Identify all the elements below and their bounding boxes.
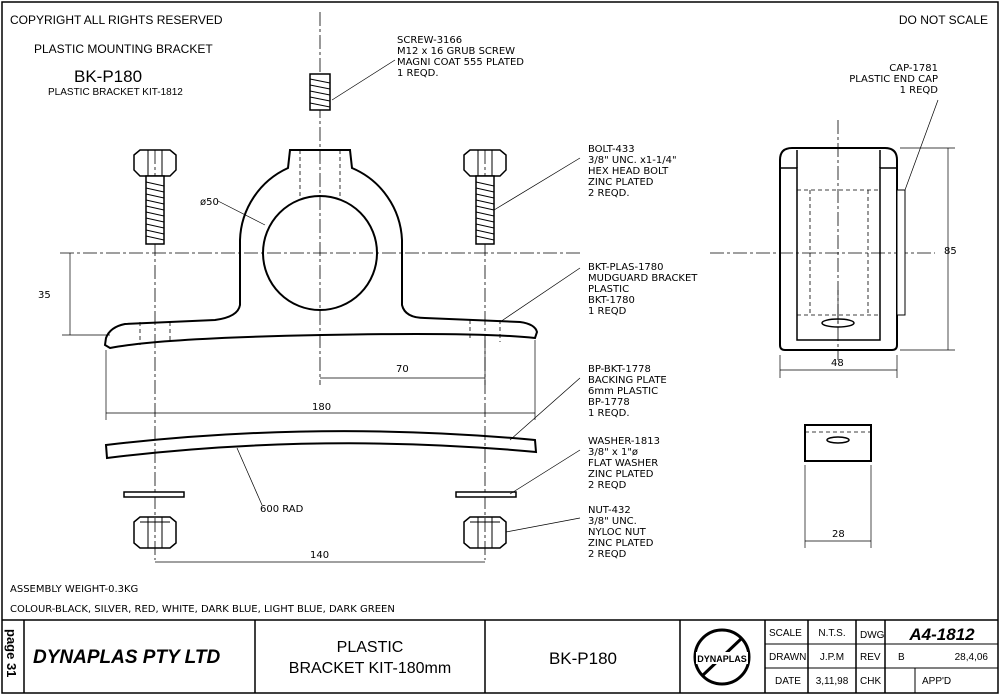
svg-text:1 REQD: 1 REQD (588, 306, 627, 317)
svg-text:2 REQD.: 2 REQD. (588, 188, 630, 199)
assembly-weight-note: ASSEMBLY WEIGHT-0.3KG (10, 584, 138, 595)
appd-label: APP'D (922, 676, 951, 687)
svg-text:3/8" x 1"ø: 3/8" x 1"ø (588, 447, 638, 458)
left-washer (123, 491, 185, 498)
callout-cap: CAP-1781 PLASTIC END CAP 1 REQD (849, 63, 938, 96)
svg-text:3/8" UNC.: 3/8" UNC. (588, 516, 637, 527)
callout-bolt: BOLT-433 3/8" UNC. x1-1/4" HEX HEAD BOLT… (588, 144, 677, 199)
copyright-text: COPYRIGHT ALL RIGHTS RESERVED (10, 13, 223, 27)
dynaplas-logo: DYNAPLAS (693, 628, 751, 686)
dimension-lines (62, 59, 581, 563)
description-line-1: PLASTIC (337, 639, 404, 656)
dim-28: 28 (832, 529, 845, 540)
product-kit: PLASTIC BRACKET KIT-1812 (48, 87, 183, 98)
dim-180: 180 (312, 402, 331, 413)
svg-text:HEX HEAD BOLT: HEX HEAD BOLT (588, 166, 669, 177)
svg-text:BOLT-433: BOLT-433 (588, 144, 635, 155)
svg-text:BKT-PLAS-1780: BKT-PLAS-1780 (588, 262, 664, 273)
drawing-number: A4-1812 (908, 625, 975, 644)
svg-text:1 REQD.: 1 REQD. (397, 68, 439, 79)
svg-text:PLASTIC: PLASTIC (588, 284, 629, 295)
chk-label: CHK (860, 676, 881, 687)
dim-85: 85 (944, 246, 957, 257)
plate-side-view (804, 424, 872, 548)
description-line-2: BRACKET KIT-180mm (289, 660, 451, 677)
svg-text:ZINC PLATED: ZINC PLATED (588, 538, 654, 549)
dim-140: 140 (310, 550, 329, 561)
callout-washer: WASHER-1813 3/8" x 1"ø FLAT WASHER ZINC … (588, 436, 660, 491)
date-value: 3,11,98 (816, 676, 849, 687)
rev-value: B (898, 652, 905, 663)
scale-label: SCALE (769, 628, 802, 639)
mudguard-bracket (103, 149, 539, 350)
svg-text:CAP-1781: CAP-1781 (889, 63, 938, 74)
rev-date: 28,4,06 (955, 652, 989, 663)
svg-text:BP-BKT-1778: BP-BKT-1778 (588, 364, 651, 375)
callout-screw: SCREW-3166 M12 x 16 GRUB SCREW MAGNI COA… (397, 35, 524, 79)
svg-text:PLASTIC END CAP: PLASTIC END CAP (849, 74, 938, 85)
dwg-label: DWG (860, 630, 885, 641)
right-washer (455, 491, 517, 498)
svg-text:NYLOC NUT: NYLOC NUT (588, 527, 647, 538)
svg-text:ZINC PLATED: ZINC PLATED (588, 177, 654, 188)
svg-text:ZINC PLATED: ZINC PLATED (588, 469, 654, 480)
dim-35: 35 (38, 290, 51, 301)
dim-48: 48 (831, 358, 844, 369)
product-title: PLASTIC MOUNTING BRACKET (34, 42, 213, 56)
callout-nut: NUT-432 3/8" UNC. NYLOC NUT ZINC PLATED … (588, 505, 654, 560)
svg-text:M12 x 16 GRUB SCREW: M12 x 16 GRUB SCREW (397, 46, 515, 57)
grub-screw (309, 73, 331, 111)
drawn-label: DRAWN (769, 652, 806, 663)
rev-label: REV (860, 652, 881, 663)
svg-text:3/8" UNC. x1-1/4": 3/8" UNC. x1-1/4" (588, 155, 677, 166)
title-block (23, 620, 998, 693)
svg-text:BP-1778: BP-1778 (588, 397, 630, 408)
svg-text:1 REQD.: 1 REQD. (588, 408, 630, 419)
right-bolt (463, 149, 507, 245)
date-label: DATE (775, 676, 801, 687)
svg-text:WASHER-1813: WASHER-1813 (588, 436, 660, 447)
logo-text: DYNAPLAS (697, 654, 747, 664)
right-nut (463, 516, 507, 549)
backing-plate (104, 430, 538, 460)
svg-text:MAGNI COAT 555 PLATED: MAGNI COAT 555 PLATED (397, 57, 524, 68)
company-name: DYNAPLAS PTY LTD (33, 647, 220, 668)
svg-text:BACKING PLATE: BACKING PLATE (588, 375, 667, 386)
colour-note: COLOUR-BLACK, SILVER, RED, WHITE, DARK B… (10, 604, 395, 615)
callout-backing-plate: BP-BKT-1778 BACKING PLATE 6mm PLASTIC BP… (588, 364, 667, 419)
drawn-value: J.P.M (820, 652, 844, 663)
svg-text:6mm PLASTIC: 6mm PLASTIC (588, 386, 658, 397)
svg-text:NUT-432: NUT-432 (588, 505, 631, 516)
svg-text:2 REQD: 2 REQD (588, 480, 627, 491)
svg-text:SCREW-3166: SCREW-3166 (397, 35, 462, 46)
left-nut (133, 516, 177, 549)
left-bolt (133, 149, 177, 245)
product-code: BK-P180 (74, 67, 142, 86)
dim-bore: ø50 (200, 197, 219, 208)
scale-value: N.T.S. (818, 628, 845, 639)
callout-bracket: BKT-PLAS-1780 MUDGUARD BRACKET PLASTIC B… (588, 262, 698, 317)
side-view (710, 99, 955, 378)
svg-text:2 REQD: 2 REQD (588, 549, 627, 560)
svg-text:MUDGUARD BRACKET: MUDGUARD BRACKET (588, 273, 698, 284)
part-number: BK-P180 (549, 649, 617, 668)
dim-70: 70 (396, 364, 409, 375)
svg-text:1 REQD: 1 REQD (900, 85, 939, 96)
svg-text:FLAT WASHER: FLAT WASHER (588, 458, 658, 469)
page-number: page 31 (4, 629, 19, 677)
svg-text:BKT-1780: BKT-1780 (588, 295, 635, 306)
do-not-scale-text: DO NOT SCALE (899, 13, 988, 27)
dim-radius: 600 RAD (260, 504, 304, 515)
